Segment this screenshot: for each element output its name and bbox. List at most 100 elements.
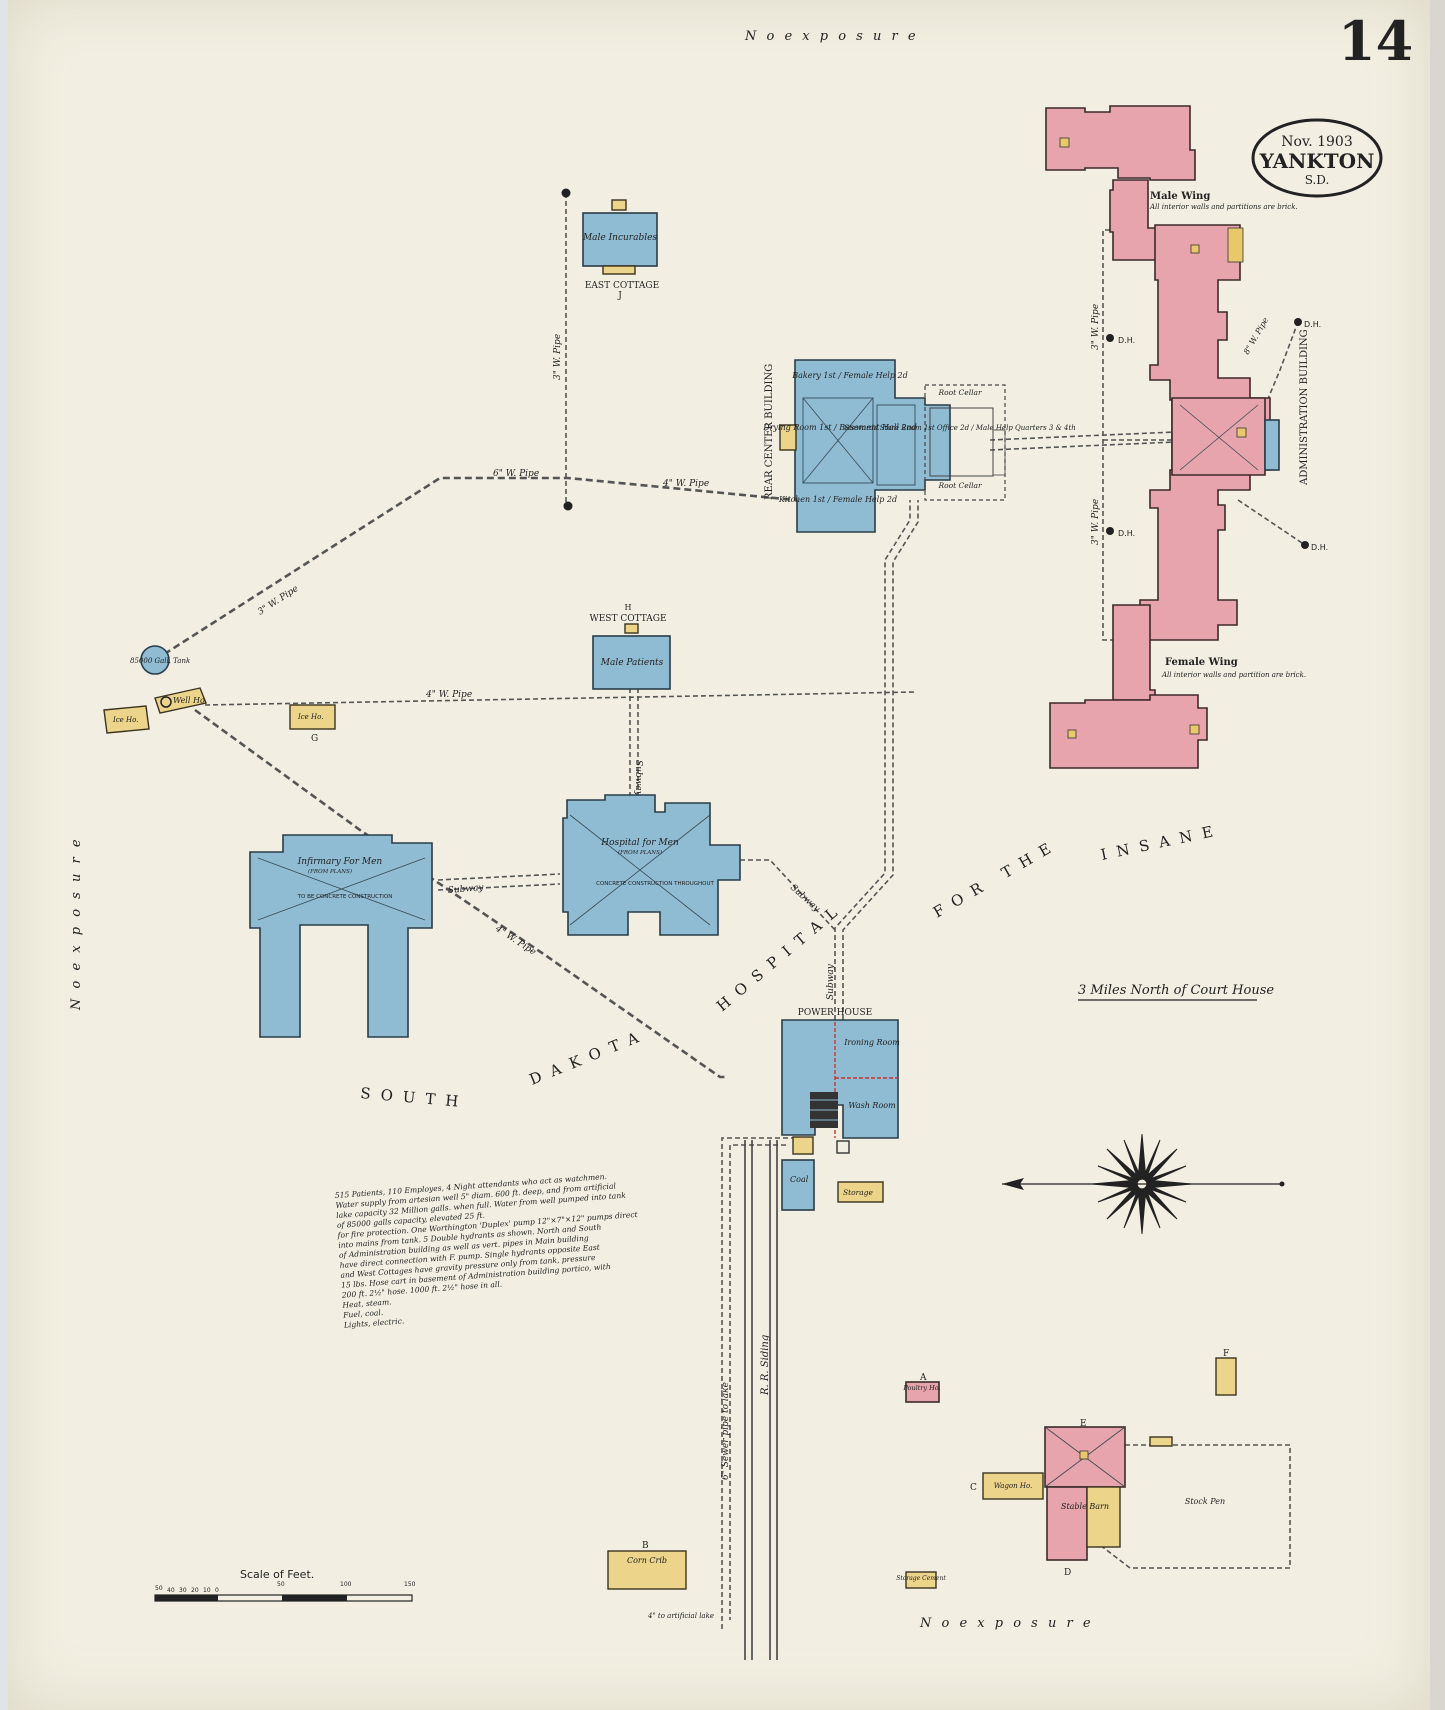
- scale-tick-0: 50: [155, 1585, 163, 1592]
- rear-center-bakery: Bakery 1st / Female Help 2d: [791, 371, 908, 380]
- scale-label: Scale of Feet.: [240, 1568, 314, 1581]
- pipe-4in-label-a: 4" W. Pipe: [662, 479, 709, 489]
- male-wing-note: All interior walls and partitions are br…: [1149, 203, 1298, 211]
- rail-siding: [744, 1140, 778, 1660]
- e-label: E: [1080, 1419, 1087, 1429]
- exposure-top: N o e x p o s u r e: [744, 29, 919, 44]
- subway-admin-edge: [989, 441, 1176, 451]
- scan-edge-left: [0, 0, 8, 1710]
- hospital-men-plans: (FROM PLANS): [618, 849, 662, 856]
- note-line-12: Heat, steam.: [341, 1297, 392, 1309]
- infirmary-note: TO BE CONCRETE CONSTRUCTION: [297, 894, 393, 900]
- exposure-left: N o e x p o s u r e: [69, 836, 84, 1011]
- g-label: G: [311, 734, 318, 744]
- admin-building-label: ADMINISTRATION BUILDING: [1299, 329, 1310, 486]
- rear-center-rooms: Drying Room 1st / Basement Hall 2nd: [762, 423, 917, 432]
- coal-label: Coal: [790, 1175, 809, 1184]
- rear-center-building: Bakery 1st / Female Help 2d Drying Room …: [762, 359, 1076, 533]
- east-cottage-use: Male Incurables: [582, 233, 657, 243]
- hydrant-marker: [563, 501, 573, 511]
- east-cottage: Male Incurables EAST COTTAGE J: [582, 199, 659, 301]
- root-cellar-2: Root Cellar: [937, 481, 982, 490]
- title-insane: INSANE: [1099, 820, 1224, 863]
- hospital-men-label: Hospital for Men: [600, 838, 679, 848]
- subway-label-2: Subway: [447, 883, 485, 896]
- storage-cement-label: Storage Cement: [896, 1575, 946, 1582]
- pipe-4in-west: [204, 691, 916, 706]
- water-pipe-network: [154, 188, 1309, 1630]
- corn-crib-label: Corn Crib: [627, 1556, 667, 1565]
- scale-tick-3: 20: [191, 1587, 199, 1594]
- infirmary-label: Infirmary For Men: [297, 857, 383, 867]
- subway-main: [834, 500, 911, 1020]
- scale-tick-4: 10: [203, 1587, 211, 1594]
- east-cottage-name: EAST COTTAGE: [585, 281, 659, 291]
- stewards-label: Stewards Store Room 1st Office 2d / Male…: [844, 424, 1076, 432]
- root-cellar-1: Root Cellar: [937, 388, 982, 397]
- scale-tick-1: 40: [167, 1587, 175, 1594]
- location-note: 3 Miles North of Court House: [1078, 983, 1274, 1001]
- ironing-room-label: Ironing Room: [843, 1038, 900, 1047]
- f-label: F: [1223, 1349, 1229, 1359]
- subway-main-edge: [842, 500, 919, 1020]
- page-number: 14: [1338, 9, 1413, 73]
- title-for-the: FOR THE: [930, 834, 1063, 921]
- infirmary-plans: (FROM PLANS): [308, 868, 352, 875]
- power-house: POWER HOUSE Ironing Room Wash Room Coal …: [781, 1008, 900, 1211]
- scale-tick-6: 50: [277, 1581, 285, 1588]
- subway-infirmary-edge: [437, 883, 561, 891]
- poultry-label: Poultry Ho.: [902, 1384, 940, 1392]
- west-cottage-use: Male Patients: [600, 658, 664, 668]
- subway-hospital: [740, 859, 836, 931]
- main-hospital-building: Male Wing All interior walls and partiti…: [1045, 105, 1328, 769]
- pipe-4in-diagonal: [194, 708, 725, 1079]
- female-wing-label: Female Wing: [1165, 657, 1238, 668]
- dh-marker-2: [1106, 527, 1114, 535]
- pipe-6in-label: 6" W. Pipe: [493, 469, 539, 479]
- pipe-3in-loop: [1102, 229, 1118, 641]
- power-house-label: POWER HOUSE: [798, 1008, 872, 1018]
- scale-tick-7: 100: [340, 1581, 352, 1588]
- pipe-3in-label-b: 3" W. Pipe: [256, 584, 300, 618]
- note-line-13: Fuel, coal.: [342, 1308, 384, 1320]
- subway-admin: [989, 431, 1176, 441]
- subway-label-4: Subway: [826, 963, 836, 1000]
- subway-infirmary: [437, 873, 561, 881]
- c-label: C: [970, 1483, 977, 1493]
- stamp-city: YANKTON: [1259, 149, 1375, 173]
- dh-marker-4: [1301, 541, 1309, 549]
- ice-house-2-label: Ice Ho.: [297, 713, 323, 721]
- ice-house-label: Ice Ho.: [112, 716, 138, 724]
- east-cottage-letter: J: [617, 291, 622, 301]
- pipe-4in-label-c: 4" W. Pipe: [493, 924, 538, 958]
- pipe-3in-label-c: 3" W. Pipe: [1091, 304, 1101, 350]
- stock-pen-fence: [1099, 1444, 1291, 1569]
- west-cottage-name: WEST COTTAGE: [589, 614, 666, 624]
- subway-label-1: Subway: [633, 760, 643, 797]
- hospital-for-men: Hospital for Men (FROM PLANS) CONCRETE C…: [562, 794, 741, 936]
- b-label: B: [642, 1541, 649, 1551]
- scale-tick-8: 150: [404, 1581, 416, 1588]
- stamp-date: Nov. 1903: [1281, 134, 1352, 150]
- hydrant-marker: [561, 188, 571, 198]
- note-line-14: Lights, electric.: [343, 1316, 405, 1329]
- city-stamp: Nov. 1903 YANKTON S.D.: [1251, 118, 1383, 198]
- male-wing-label: Male Wing: [1150, 191, 1210, 202]
- title-dakota: DAKOTA: [527, 1025, 651, 1089]
- dh-marker-3: [1294, 318, 1302, 326]
- female-wing-note: All interior walls and partition are bri…: [1161, 671, 1306, 679]
- scan-edge-right: [1430, 0, 1445, 1710]
- pipe-4in-label-b: 4" W. Pipe: [425, 690, 472, 700]
- wash-room-label: Wash Room: [848, 1101, 896, 1110]
- sewer-line-edge: [729, 1144, 786, 1620]
- rear-center-label: REAR CENTER BUILDING: [764, 364, 775, 500]
- exposure-bottom: N o e x p o s u r e: [919, 1616, 1094, 1631]
- west-cottage-letter: H: [625, 603, 632, 612]
- stock-pen-label: Stock Pen: [1185, 1497, 1225, 1506]
- storage-label: Storage: [843, 1188, 874, 1197]
- hospital-men-note: CONCRETE CONSTRUCTION THROUGHOUT: [596, 881, 714, 887]
- a-label: A: [919, 1373, 927, 1383]
- infirmary-for-men: Infirmary For Men (FROM PLANS) TO BE CON…: [249, 834, 433, 1038]
- dh-marker-1: [1106, 334, 1114, 342]
